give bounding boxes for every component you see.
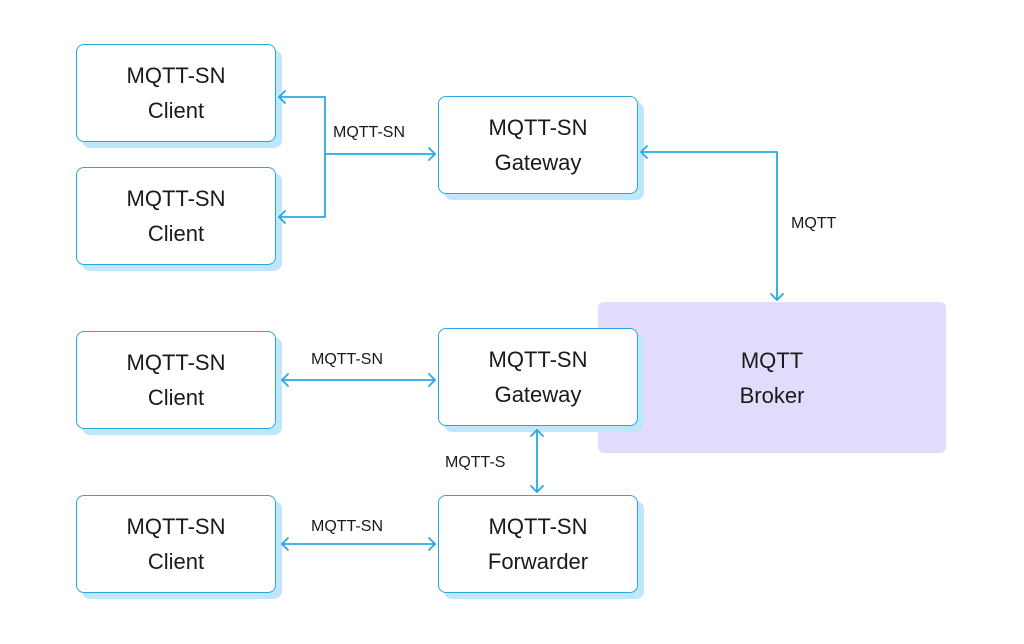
client-node-3: MQTT-SN Client <box>76 331 276 429</box>
gateway-mid-line1: MQTT-SN <box>488 347 588 372</box>
arrowhead-gateway-top-out <box>640 145 648 159</box>
edge-label-gateway-broker: MQTT <box>791 215 837 232</box>
edge-label-top-clients-gateway: MQTT-SN <box>333 124 405 141</box>
arrowhead-gateway-mid-up <box>530 429 544 437</box>
arrowhead-gateway-top-in <box>428 147 436 161</box>
broker-line1: MQTT <box>740 347 804 373</box>
forwarder-line1: MQTT-SN <box>488 514 588 539</box>
edge-label-gateway-forwarder: MQTT-S <box>445 454 506 471</box>
broker-line2: Broker <box>739 382 805 408</box>
edge-label-client3-gateway: MQTT-SN <box>311 351 383 368</box>
client-4-line1: MQTT-SN <box>126 514 226 539</box>
gateway-node-middle: MQTT-SN Gateway <box>438 328 638 426</box>
client-2-line1: MQTT-SN <box>126 186 226 211</box>
edge-label-client4-forwarder: MQTT-SN <box>311 518 383 535</box>
arrowhead-forwarder-down <box>530 485 544 493</box>
edge-client1-bracket <box>278 96 326 218</box>
edge-gateway-broker <box>640 151 778 301</box>
client-node-2: MQTT-SN Client <box>76 167 276 265</box>
client-3-line2: Client <box>147 385 205 410</box>
gateway-mid-line2: Gateway <box>494 382 582 407</box>
forwarder-line2: Forwarder <box>487 549 589 574</box>
forwarder-node: MQTT-SN Forwarder <box>438 495 638 593</box>
client-4-line2: Client <box>147 549 205 574</box>
arrowhead-forwarder-in <box>428 537 436 551</box>
client-1-line2: Client <box>147 98 205 123</box>
gateway-top-line2: Gateway <box>494 150 582 175</box>
client-2-line2: Client <box>147 221 205 246</box>
arrowhead-client1 <box>278 90 286 104</box>
mqtt-broker-node: MQTT Broker <box>598 302 946 453</box>
arrowhead-client3 <box>281 373 289 387</box>
gateway-node-top: MQTT-SN Gateway <box>438 96 638 194</box>
client-node-4: MQTT-SN Client <box>76 495 276 593</box>
client-1-line1: MQTT-SN <box>126 63 226 88</box>
arrowhead-broker <box>770 293 784 301</box>
arrowhead-gateway-mid-in <box>428 373 436 387</box>
gateway-top-line1: MQTT-SN <box>488 115 588 140</box>
arrowhead-client2 <box>278 210 286 224</box>
client-3-line1: MQTT-SN <box>126 350 226 375</box>
client-node-1: MQTT-SN Client <box>76 44 276 142</box>
arrowhead-client4 <box>281 537 289 551</box>
